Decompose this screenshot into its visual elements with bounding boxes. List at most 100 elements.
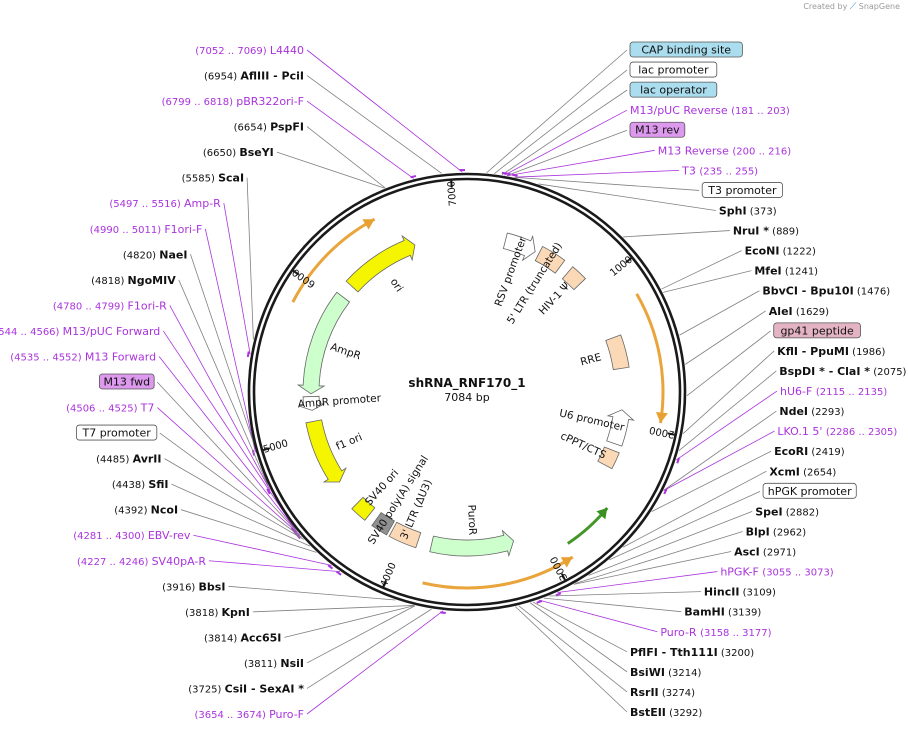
enzyme-label-bbsi-40: (3916) BbsI: [162, 580, 225, 593]
leader-line-f1ori-r-51: [169, 305, 271, 491]
primer-label-t7-47: (4506 .. 4525) T7: [66, 402, 154, 415]
primer-label-amp-r-55: (5497 .. 5516) Amp-R: [109, 197, 221, 210]
feature-box-hpgk-promoter-23: [762, 482, 857, 499]
enzyme-label-ndei-20: NdeI (2293): [779, 405, 844, 418]
enzyme-label-afliii-pcii-60: (6954) AflIII - PciI: [204, 70, 304, 83]
feature-sv40-ori: [351, 496, 376, 521]
feature-box-t3-promoter-8: [701, 182, 783, 198]
feature-box-gp41-peptide-15: [773, 322, 861, 339]
leader-line-m13-fwd-48: [156, 381, 298, 533]
enzyme-label-scai-56: (5585) ScaI: [182, 172, 244, 185]
enzyme-label-naei-53: (4820) NaeI: [123, 248, 188, 261]
leader-line-spei-24: [588, 511, 753, 576]
feature-label-gp41-peptide-15: gp41 peptide: [780, 324, 854, 337]
primer-mark-puro-f-35: [440, 611, 446, 614]
leader-line-lko-1-5-19: [663, 430, 775, 491]
leader-line-ecori-21: [651, 450, 772, 512]
leader-line-rsrii-33: [518, 605, 628, 693]
primer-mark-f1ori-r-51: [266, 488, 271, 495]
enzyme-label-ecori-21: EcoRI (2419): [774, 445, 845, 458]
enzyme-label-asci-26: AscI (2971): [734, 546, 796, 559]
leader-line-f1ori-f-54: [204, 228, 256, 453]
enzyme-label-bbvci-bpu10i-13: BbvCI - Bpu10I (1476): [762, 285, 890, 298]
track-arc-3: [291, 217, 376, 303]
backbone-ring: [247, 172, 687, 612]
feature-ampr-promoter-label: AmpR promoter: [297, 392, 382, 410]
leader-line-gp41-peptide-15: [686, 330, 771, 397]
primer-mark-puro-r-30: [536, 600, 543, 604]
primer-label-f1ori-r-51: (4780 .. 4799) F1ori-R: [53, 299, 167, 312]
leader-line-bsiwi-32: [529, 602, 628, 673]
feature-ori-label: ori: [388, 276, 406, 294]
leader-line-sphi-9: [538, 183, 716, 211]
leader-line-t3-promoter-8: [515, 176, 700, 191]
primer-label-l4440-0: (7052 .. 7069) L4440: [195, 44, 304, 57]
track-arc-head-1: [596, 507, 608, 520]
feature-label-lac-operator-4: lac operator: [640, 84, 707, 97]
feature-cppt-cts: [597, 446, 620, 470]
feature-box-m13-rev-6: [629, 121, 686, 138]
leader-line-m13-rev-6: [506, 129, 628, 177]
primer-label-t3-7: T3 (235 .. 255): [681, 164, 758, 177]
feature-rre-label: RRE: [579, 351, 603, 368]
tick-2000: [667, 432, 675, 436]
primer-label-f1ori-f-54: (4990 .. 5011) F1ori-F: [90, 223, 203, 236]
feature-f1-ori-label: f1 ori: [334, 431, 364, 453]
enzyme-label-ncoi-43: (4392) NcoI: [114, 504, 178, 517]
leader-line-ngomiv-52: [178, 279, 269, 486]
feature-ampr: [296, 291, 351, 395]
leader-line-t7-47: [157, 407, 301, 536]
leader-line-amp-r-55: [223, 203, 251, 355]
leader-line-sv40pa-r-41: [208, 560, 341, 573]
leader-line-lac-promoter-2: [494, 69, 628, 175]
feature-ori: [345, 234, 416, 293]
feature-5-ltr-truncated: [534, 245, 566, 274]
track-arc-head-3: [362, 219, 375, 230]
leader-line-ebv-rev-42: [193, 534, 332, 566]
feature-ampr-promoter: [298, 395, 325, 411]
primer-mark-hpgk-f-27: [555, 592, 562, 597]
leader-line-blpi-25: [575, 531, 743, 584]
tick-label-5000: 5000: [262, 438, 289, 456]
enzyme-label-acc65i-38: (3814) Acc65I: [204, 631, 281, 644]
track-arc-2: [422, 555, 574, 590]
primer-mark-lko-1-5-19: [663, 488, 668, 495]
leader-line-asci-26: [573, 551, 732, 585]
primer-mark-t3-7: [511, 173, 518, 177]
leader-line-bsteii-34: [515, 606, 628, 713]
feature-hiv-1: [561, 266, 587, 291]
feature-puror-label: PuroR: [465, 504, 478, 535]
primer-label-m13-reverse-5: M13 Reverse (200 .. 216): [658, 144, 791, 157]
feature-u6-promoter: [606, 409, 635, 447]
feature-f1-ori: [305, 419, 347, 483]
enzyme-label-bseyi-57: (6650) BseYI: [203, 146, 274, 159]
leader-line-m13-reverse-5: [507, 149, 655, 177]
leader-line-kpni-39: [252, 605, 414, 613]
feature-hiv-1-label: HIV-1 Ψ: [537, 280, 573, 317]
track-arc-0: [635, 293, 665, 424]
leader-line-m13-puc-forward-50: [162, 330, 296, 530]
tick-3000: [560, 573, 566, 581]
primer-label-pbr322ori-f-59: (6799 .. 6818) pBR322ori-F: [162, 95, 304, 108]
leader-line-puro-f-35: [306, 610, 444, 715]
primer-mark-m13-reverse-5: [504, 172, 511, 176]
enzyme-label-sfii-44: (4438) SfiI: [112, 478, 169, 491]
feature-label-hpgk-promoter-23: hPGK promoter: [768, 485, 852, 498]
feature-box-lac-promoter-2: [629, 61, 718, 78]
feature-rre: [605, 334, 630, 371]
primer-mark-pbr322ori-f-59: [410, 174, 417, 179]
leader-line-pspfi-58: [306, 126, 386, 189]
enzyme-label-bamhi-29: BamHI (3139): [684, 606, 761, 619]
leader-line-bamhi-29: [543, 597, 682, 613]
feature-box-m13-fwd-48: [98, 373, 155, 390]
leader-line-xcmi-22: [622, 470, 767, 548]
backbone-inner-circle: [252, 177, 682, 607]
feature-label-t3-promoter-8: T3 promoter: [707, 184, 777, 197]
enzyme-label-xcmi-22: XcmI (2654): [769, 465, 836, 478]
leader-line-ndei-20: [663, 410, 777, 491]
enzyme-label-rsrii-33: RsrII (3274): [630, 686, 695, 699]
enzyme-label-bsteii-34: BstEII (3292): [630, 706, 702, 719]
enzyme-label-pspfi-58: (6654) PspFI: [234, 121, 304, 134]
